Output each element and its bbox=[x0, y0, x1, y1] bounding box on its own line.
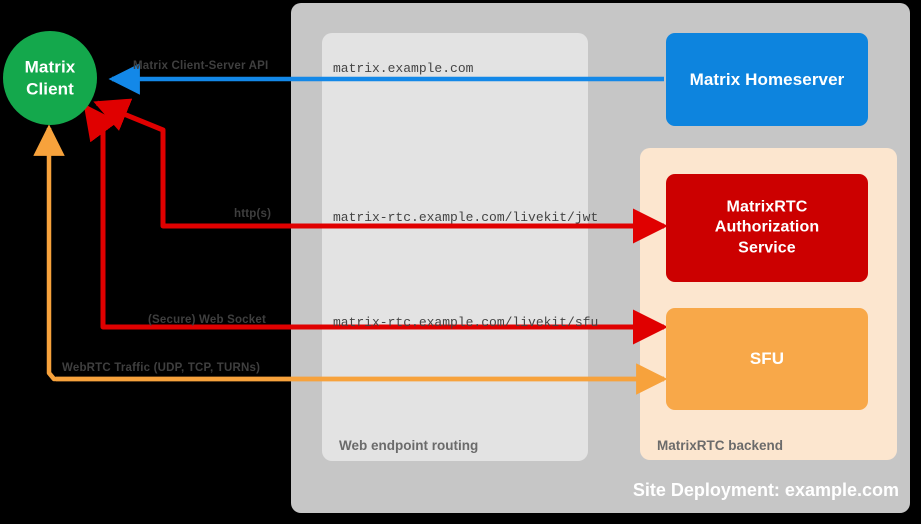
node-matrixrtc-authorization-service[interactable]: MatrixRTC Authorization Service bbox=[666, 174, 868, 282]
container-site-deployment-caption: Site Deployment: example.com bbox=[632, 480, 899, 500]
edge-websocket-arrow bbox=[83, 103, 669, 345]
container-matrixrtc-backend-caption: MatrixRTC backend bbox=[657, 438, 784, 453]
node-matrix-homeserver[interactable]: Matrix Homeserver bbox=[666, 33, 868, 126]
edge-webrtc-arrow bbox=[33, 124, 668, 395]
node-sfu-label: SFU bbox=[749, 349, 785, 369]
node-sfu[interactable]: SFU bbox=[666, 308, 868, 410]
node-matrix-client-line2: Client bbox=[26, 79, 74, 98]
node-matrix-client-label: Matrix Client bbox=[3, 56, 97, 100]
edge-jwt-arrow bbox=[93, 98, 669, 244]
node-matrix-client-line1: Matrix bbox=[24, 57, 76, 77]
edge-label-websocket-protocol: (Secure) Web Socket bbox=[148, 314, 266, 326]
container-web-endpoint-routing-caption: Web endpoint routing bbox=[339, 438, 479, 453]
edge-label-cs-api-endpoint: matrix.example.com bbox=[333, 61, 474, 76]
node-matrix-homeserver-label: Matrix Homeserver bbox=[689, 69, 845, 89]
edge-label-jwt-protocol: http(s) bbox=[234, 208, 272, 220]
edge-label-cs-api-protocol: Matrix Client-Server API bbox=[133, 60, 269, 72]
edge-label-websocket-endpoint: matrix-rtc.example.com/livekit/sfu bbox=[333, 315, 599, 330]
node-auth-service-line2: Authorization bbox=[714, 218, 820, 236]
edge-label-jwt-endpoint: matrix-rtc.example.com/livekit/jwt bbox=[333, 210, 599, 225]
container-web-endpoint-routing bbox=[322, 33, 588, 461]
node-auth-service-line1: MatrixRTC bbox=[726, 198, 808, 216]
node-matrix-client[interactable]: Matrix Client bbox=[3, 31, 97, 125]
edge-label-webrtc-protocol: WebRTC Traffic (UDP, TCP, TURNs) bbox=[62, 362, 261, 374]
node-auth-service-line3: Service bbox=[738, 239, 796, 257]
node-auth-service-label: MatrixRTC Authorization Service bbox=[666, 197, 868, 258]
